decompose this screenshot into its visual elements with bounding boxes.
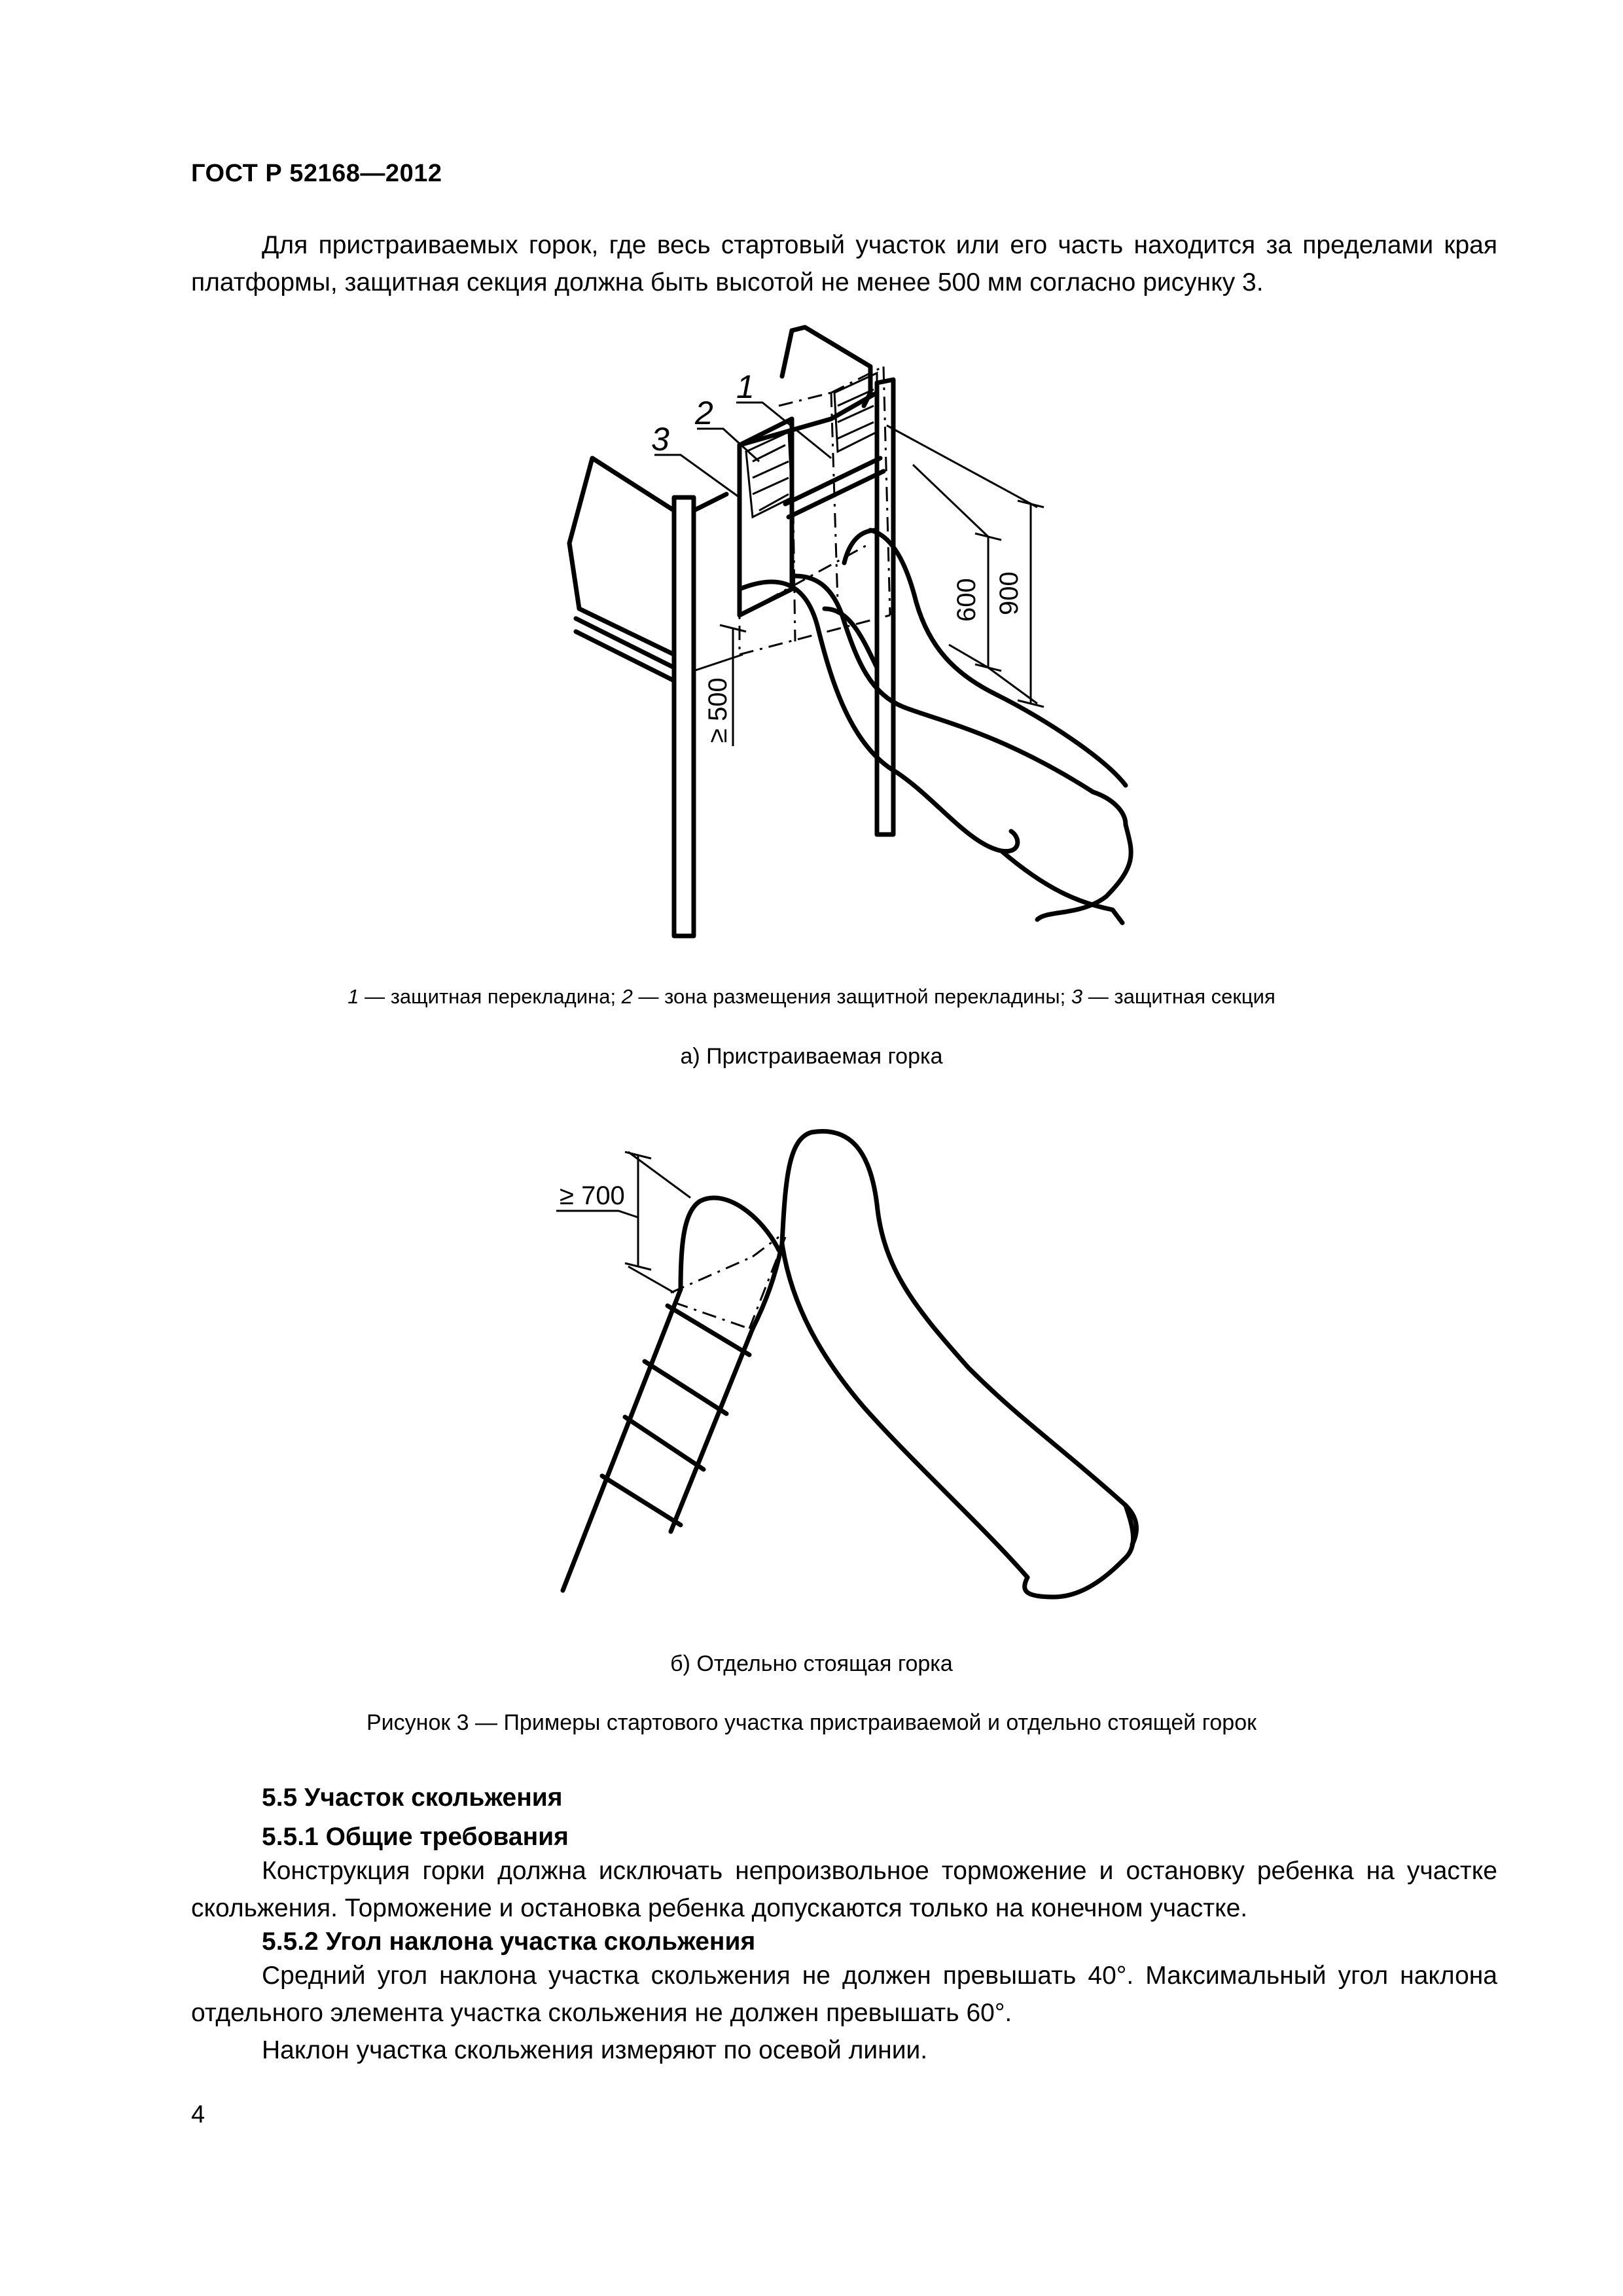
figure-caption: Рисунок 3 — Примеры стартового участка п… — [366, 1710, 1257, 1735]
page-number: 4 — [191, 2101, 205, 2128]
ladder-rung — [622, 1414, 706, 1472]
barrier-zone-hatch — [745, 430, 793, 519]
callout-1: 1 — [736, 368, 755, 405]
protective-bar — [783, 456, 883, 507]
dim-900-label: 900 — [995, 571, 1024, 615]
ladder-rung — [599, 1473, 683, 1528]
callout-2: 2 — [694, 395, 713, 431]
section-5-5-2-text2: Наклон участка скольжения измеряют по ос… — [262, 2036, 928, 2064]
callout-3: 3 — [651, 421, 669, 457]
section-5-5-2-title: 5.5.2 Угол наклона участка скольжения — [262, 1928, 756, 1956]
figure-a-drawing: 3 2 1 600 900 ≥ 500 — [567, 325, 1133, 939]
ladder-rung — [665, 1303, 752, 1357]
left-guard-panel — [567, 456, 677, 657]
left-post — [671, 495, 696, 939]
section-5-5-1-text: Конструкция горки должна исключать непро… — [191, 1857, 1497, 1922]
dim-600-label: 600 — [952, 578, 981, 622]
section-5-5-1-title: 5.5.1 Общие требования — [262, 1823, 569, 1851]
ladder-left-rail — [560, 1287, 683, 1593]
section-5-5-title: 5.5 Участок скольжения — [262, 1784, 563, 1812]
figure-a-caption: а) Пристраиваемая горка — [680, 1044, 943, 1069]
dim-500-label: ≥ 500 — [704, 677, 732, 743]
ladder-rung — [642, 1359, 729, 1416]
figure-b-caption: б) Отдельно стоящая горка — [670, 1651, 953, 1676]
guard-hump — [678, 1195, 781, 1292]
figure-a-legend: 1 — защитная перекладина; 2 — зона разме… — [348, 985, 1275, 1008]
section-5-5-2-text: Средний угол наклона участка скольжения … — [191, 1962, 1497, 2027]
figure-b-drawing: ≥ 700 — [556, 1129, 1139, 1600]
dim-700-label: ≥ 700 — [560, 1181, 625, 1210]
slide-chute-b — [779, 1129, 1128, 1508]
document-header: ГОСТ Р 52168—2012 — [191, 160, 442, 187]
ladder-right-rail — [668, 1326, 755, 1534]
right-post — [874, 377, 896, 837]
intro-paragraph: Для пристраиваемых горок, где весь старт… — [191, 231, 1497, 296]
